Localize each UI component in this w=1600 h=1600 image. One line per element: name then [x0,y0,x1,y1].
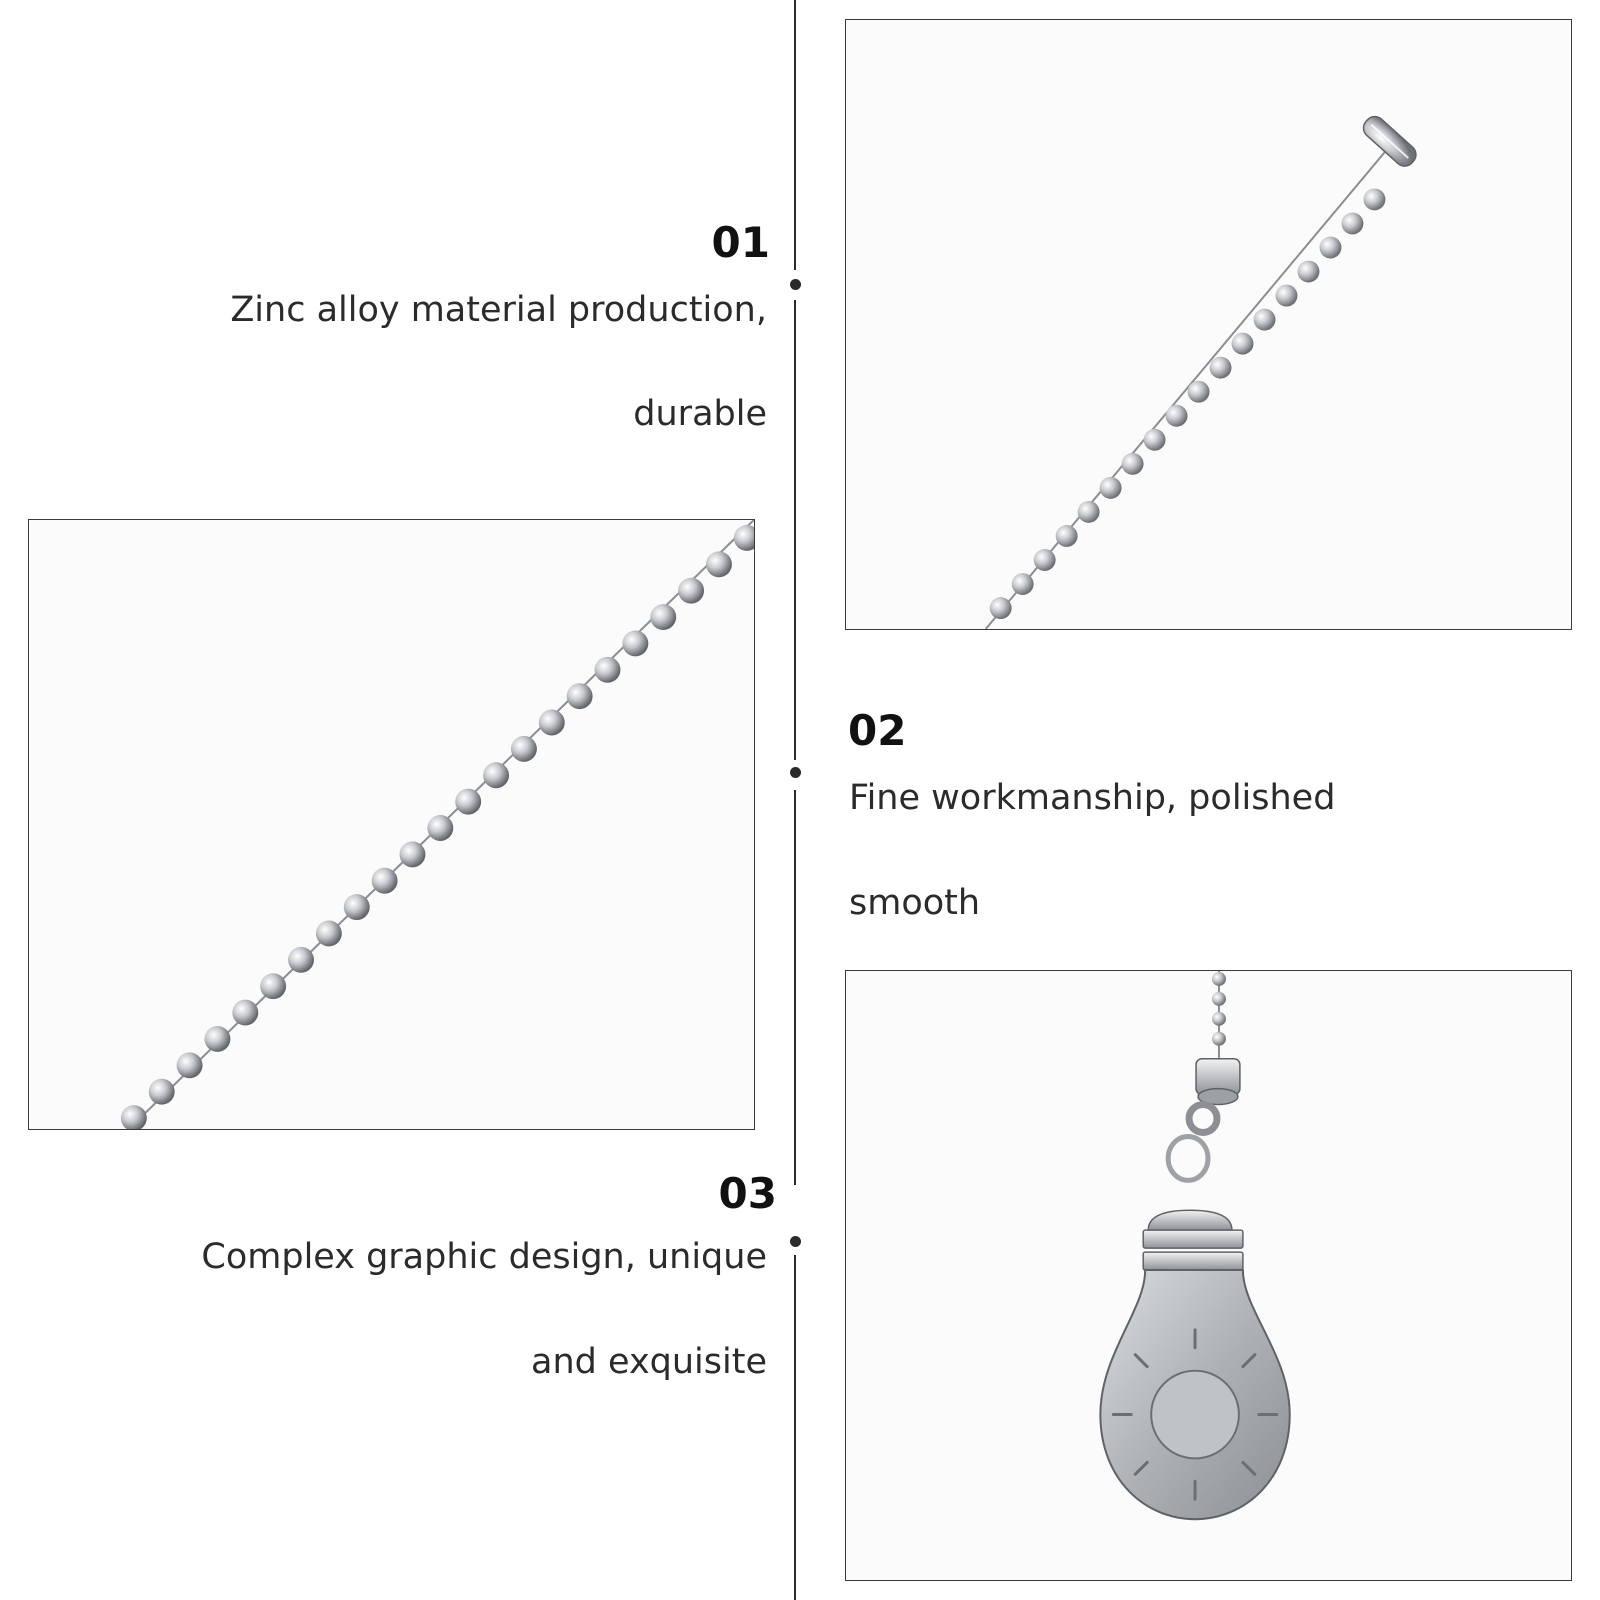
feature-number-02: 02 [848,706,907,755]
light-bulb-pendant-photo [845,970,1572,1581]
chain-bead [1055,524,1078,547]
chain-bead [622,630,649,657]
ball-chain-with-connector-illustration [984,115,1417,629]
chain-bead [427,815,454,841]
timeline-dot-01 [790,279,801,290]
chain-bead [733,524,754,551]
chain-bead [1275,284,1298,307]
chain-bead [706,551,732,578]
feature-text-01-line2: durable [633,394,767,434]
feature-text-03-line1: Complex graphic design, unique [201,1237,767,1277]
chain-bead [1099,476,1122,499]
feature-number-01: 01 [711,218,770,267]
chain-bead [1165,404,1188,427]
chain-bead [538,709,565,736]
ball-chain-closeup-photo [28,519,755,1130]
chain-bead [399,841,426,868]
feature-number-03: 03 [718,1169,777,1218]
timeline-line-segment [794,790,796,1185]
chain-bead [594,656,621,683]
chain-bead [1121,452,1144,475]
chain-bead [148,1078,175,1105]
feature-text-02-line1: Fine workmanship, polished [849,778,1336,818]
chain-bead [120,1105,147,1129]
chain-bead [1297,260,1320,283]
chain-bead [1363,188,1386,211]
timeline-line-segment [794,0,796,270]
timeline-line-segment [794,300,796,760]
timeline-line-segment [794,1255,796,1600]
chain-bead [1187,380,1210,403]
timeline-dot-03 [790,1236,801,1247]
feature-text-03-line2: and exquisite [531,1342,767,1382]
chain-bead [1231,332,1254,355]
chain-bead [315,920,342,947]
chain-bead [678,577,705,604]
chain-bead [176,1052,203,1079]
chain-bead [288,946,314,973]
timeline-dot-02 [790,767,801,778]
chain-bead [1077,500,1100,523]
chain-bead [260,973,287,1000]
chain-bead [1033,549,1056,571]
chain-bead [483,762,510,789]
ball-chain-with-connector-photo [845,19,1572,630]
chain-bead [455,788,482,815]
chain-bead [650,604,677,631]
chain-bead [1341,212,1364,235]
feature-text-02-line2: smooth [849,883,981,923]
chain-bead [343,894,370,921]
chain-bead [371,867,398,894]
chain-bead [989,597,1012,620]
ball-chain-closeup-illustration [120,520,754,1129]
chain-bead [510,735,537,762]
chain-bead [1209,356,1232,379]
light-bulb-pendant-illustration [1099,971,1291,1521]
chain-bead [1319,236,1342,259]
chain-bead [204,1025,231,1052]
chain-bead [232,999,259,1026]
chain-bead [1011,573,1034,595]
chain-bead [566,683,593,710]
chain-bead [1253,308,1276,331]
chain-bead [1143,428,1166,451]
feature-text-01-line1: Zinc alloy material production, [230,290,767,330]
